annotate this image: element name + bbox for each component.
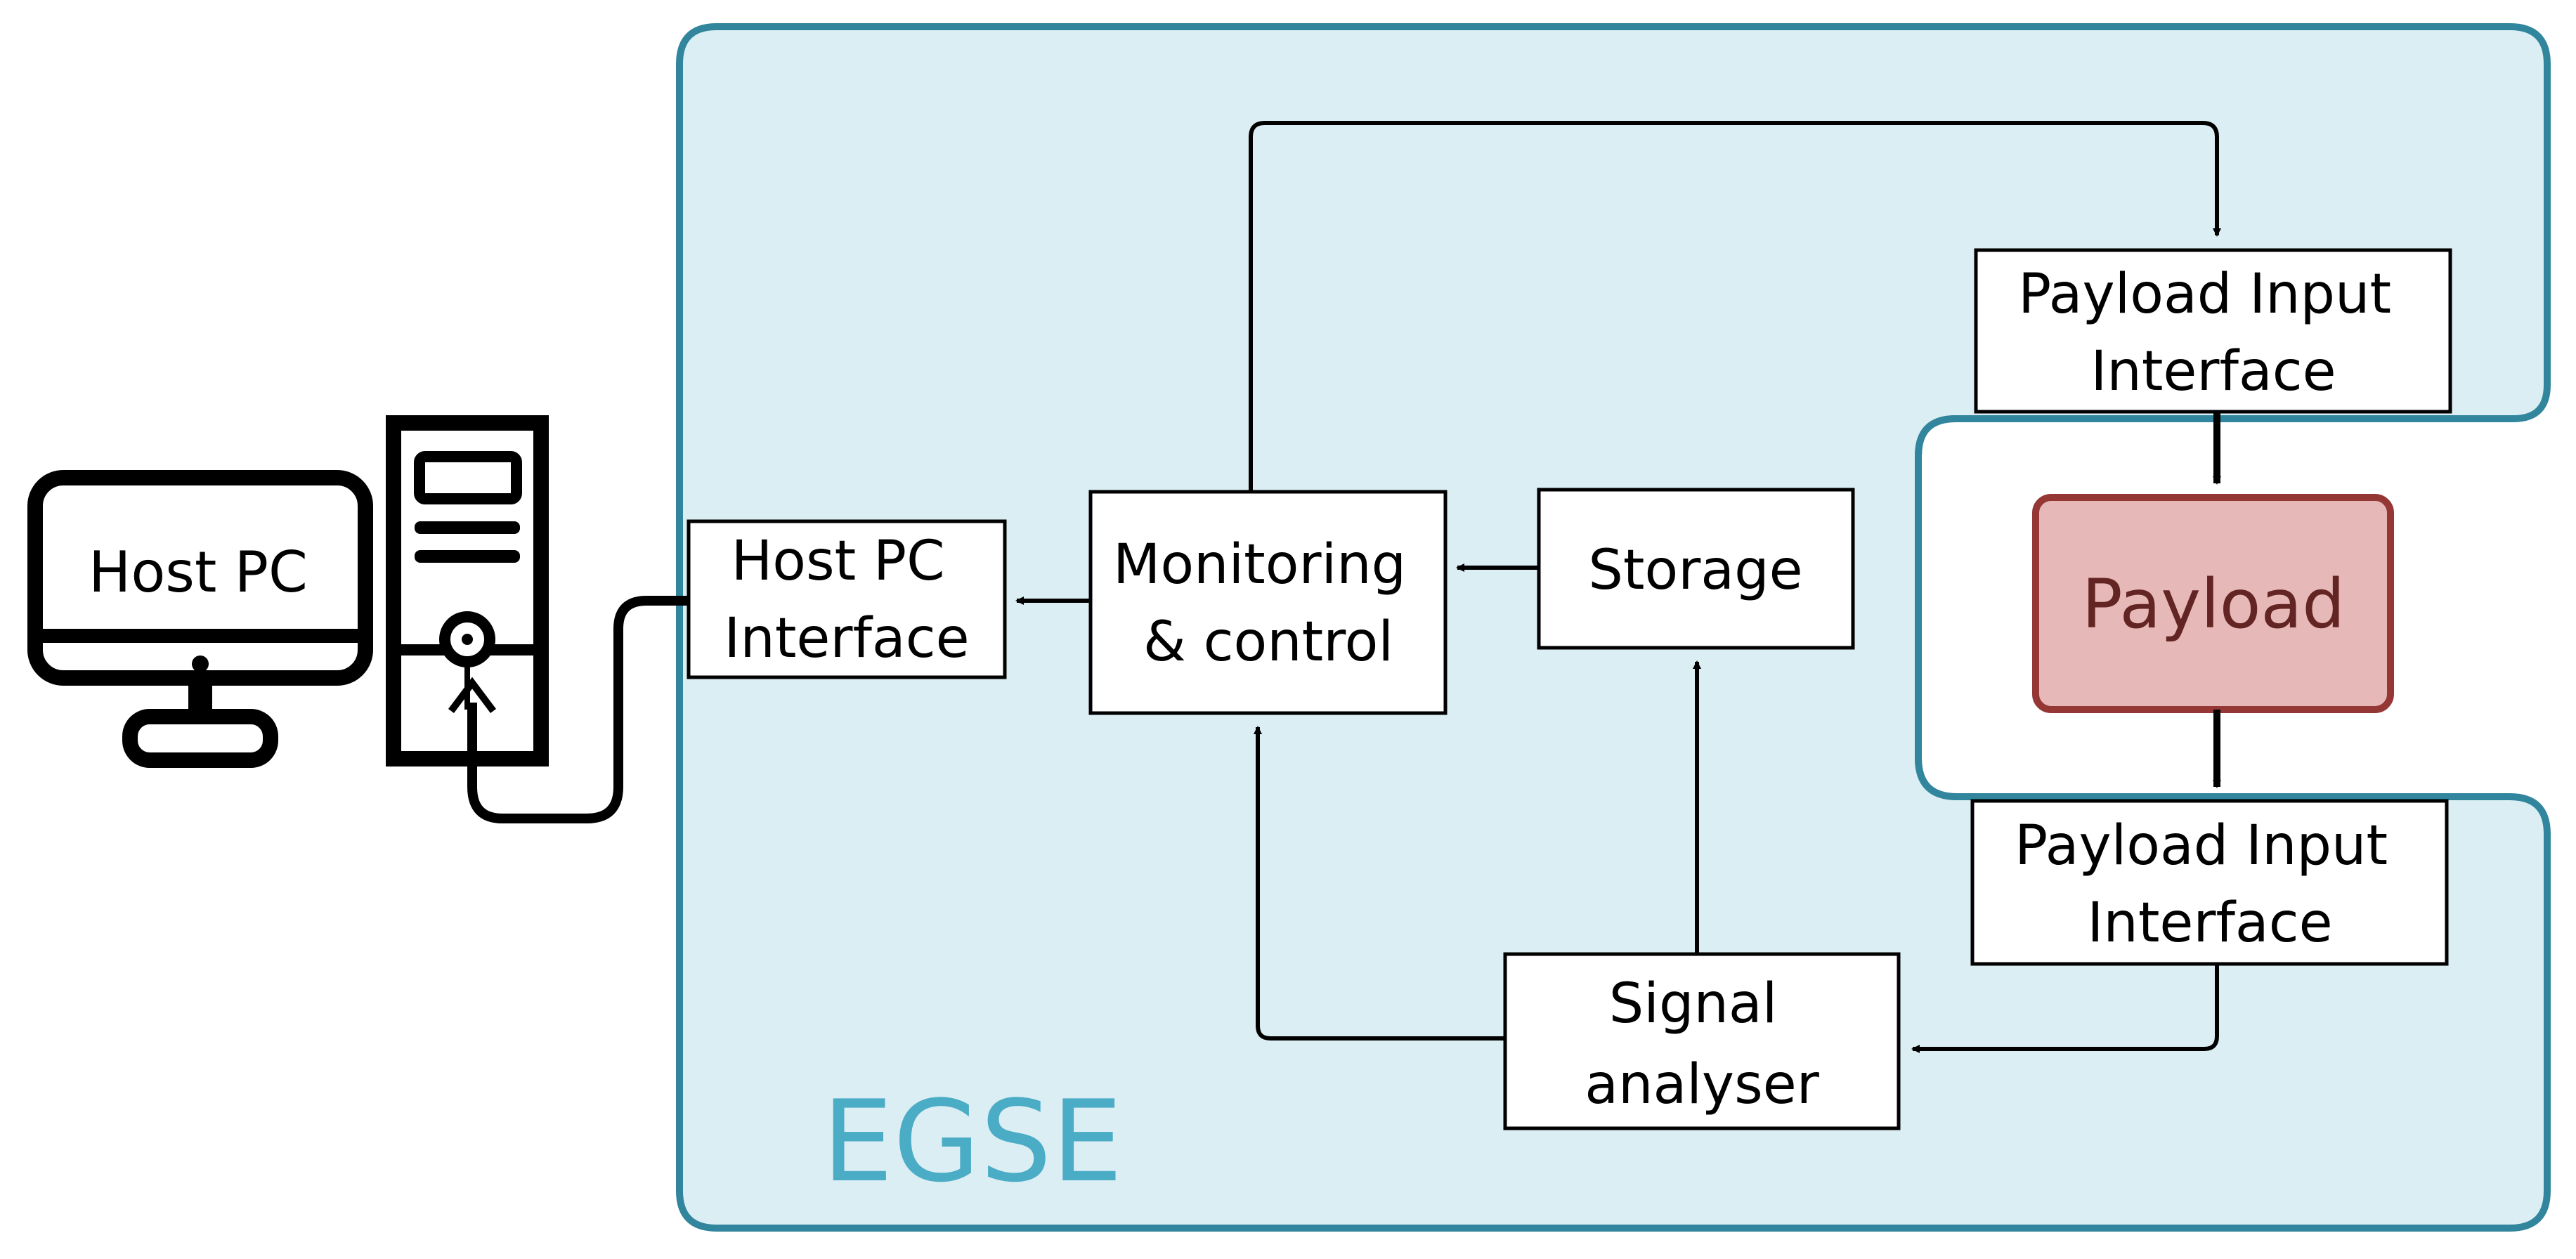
arrow-output-to-signal-analyser — [1911, 964, 2219, 1053]
host-pc-interface-line2: Interface — [724, 607, 969, 670]
payload-region-outline — [1915, 415, 1958, 800]
svg-text:Payload Input Interface: Payload Input Interface — [2015, 814, 2405, 955]
arrow-monitoring-to-payload-input-top — [1249, 121, 2221, 492]
arrow-signal-analyser-to-monitoring — [1254, 726, 1505, 1041]
signal-analyser-line1: Signal — [1609, 972, 1778, 1036]
monitor-icon — [27, 470, 373, 768]
monitoring-control-line1: Monitoring — [1113, 533, 1406, 596]
host-pc-interface-line1: Host PC — [731, 530, 945, 593]
monitoring-control-line2: & control — [1143, 611, 1393, 674]
host-pc-interface-box — [687, 519, 1007, 679]
payload-box — [2032, 494, 2394, 713]
host-cable-arrowhead — [448, 677, 496, 713]
payload-input-interface-bottom-line2: Interface — [2087, 892, 2332, 955]
svg-text:Payload Input Interface: Payload Input Interface — [2018, 263, 2409, 403]
host-cable — [467, 596, 689, 823]
payload-input-interface-top-box — [1974, 248, 2452, 414]
payload-label: Payload — [2082, 565, 2345, 644]
egse-label: EGSE — [822, 1076, 1123, 1207]
storage-label: Storage — [1588, 539, 1802, 602]
svg-text:Monitoring & control: Monitoring & control — [1113, 533, 1424, 674]
signal-analyser-box — [1503, 952, 1901, 1130]
svg-text:Host PC Interface: Host PC Interface — [724, 530, 969, 670]
signal-analyser-line2: analyser — [1585, 1053, 1819, 1116]
payload-input-interface-top-line2: Interface — [2090, 340, 2336, 403]
payload-input-interface-bottom-box — [1970, 799, 2449, 966]
storage-box — [1537, 488, 1855, 650]
svg-text:Signal analyser: Signal analyser — [1585, 972, 1819, 1116]
payload-input-interface-top-line1: Payload Input — [2018, 263, 2391, 326]
payload-input-interface-bottom-line1: Payload Input — [2015, 814, 2388, 878]
monitoring-control-box — [1088, 490, 1448, 715]
host-pc-label: Host PC — [89, 540, 308, 605]
